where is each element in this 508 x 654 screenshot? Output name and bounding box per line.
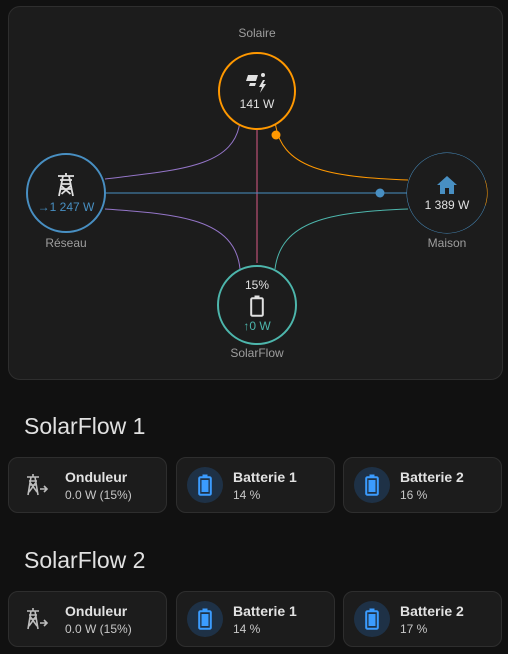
tile-battery-2-2[interactable]: Batterie 2 17 % bbox=[343, 591, 502, 647]
solar-power-icon bbox=[246, 72, 266, 93]
battery-node[interactable]: 15% ↑0 W bbox=[217, 265, 297, 345]
section-title-solarflow-2: SolarFlow 2 bbox=[24, 547, 146, 573]
tile-state: 0.0 W (15%) bbox=[65, 621, 132, 636]
battery-icon bbox=[198, 608, 212, 630]
home-power-value: 1 389 W bbox=[424, 197, 470, 212]
grid-node[interactable]: →1 247 W bbox=[26, 153, 106, 233]
battery-label: SolarFlow bbox=[230, 346, 284, 360]
inverter-icon bbox=[27, 608, 49, 630]
tile-state: 16 % bbox=[400, 487, 428, 502]
tile-icon-wrap bbox=[187, 601, 223, 637]
grid-power-value: →1 247 W bbox=[37, 199, 95, 214]
tile-inverter-1[interactable]: Onduleur 0.0 W (15%) bbox=[8, 457, 167, 513]
tile-name: Batterie 2 bbox=[400, 602, 464, 619]
battery-icon bbox=[365, 474, 379, 496]
battery-percent: 15% bbox=[244, 277, 270, 292]
energy-flow-card: Solaire 141 W →1 247 W Réseau 1 389 W Ma… bbox=[8, 6, 503, 380]
flow-line-grid-battery bbox=[104, 208, 241, 270]
battery-icon bbox=[250, 295, 264, 317]
tile-state: 0.0 W (15%) bbox=[65, 487, 132, 502]
tile-battery-1-1[interactable]: Batterie 1 14 % bbox=[176, 457, 335, 513]
tile-name: Batterie 1 bbox=[233, 468, 297, 485]
tile-name: Batterie 1 bbox=[233, 602, 297, 619]
solar-label: Solaire bbox=[238, 26, 276, 40]
inverter-icon bbox=[27, 474, 49, 496]
home-label: Maison bbox=[427, 236, 467, 250]
battery-icon bbox=[198, 474, 212, 496]
home-node[interactable]: 1 389 W bbox=[407, 153, 487, 233]
tile-icon-wrap bbox=[19, 467, 55, 503]
tile-state: 14 % bbox=[233, 621, 261, 636]
solar-power-value: 141 W bbox=[239, 96, 275, 111]
flow-line-solar-home bbox=[274, 119, 409, 181]
tile-name: Onduleur bbox=[65, 468, 128, 485]
section-title-solarflow-1: SolarFlow 1 bbox=[24, 413, 146, 439]
home-icon bbox=[437, 175, 457, 194]
battery-power-value: ↑0 W bbox=[243, 318, 271, 333]
flow-dot-grid-home bbox=[375, 188, 385, 198]
tile-icon-wrap bbox=[354, 467, 390, 503]
grid-label: Réseau bbox=[45, 236, 87, 250]
tile-icon-wrap bbox=[19, 601, 55, 637]
tile-icon-wrap bbox=[354, 601, 390, 637]
flow-line-battery-home bbox=[274, 208, 409, 270]
tile-state: 17 % bbox=[400, 621, 428, 636]
tile-name: Batterie 2 bbox=[400, 468, 464, 485]
solar-node[interactable]: 141 W bbox=[218, 52, 296, 130]
tile-battery-2-1[interactable]: Batterie 1 14 % bbox=[176, 591, 335, 647]
flow-dot-solar-home bbox=[271, 130, 281, 140]
tile-battery-1-2[interactable]: Batterie 2 16 % bbox=[343, 457, 502, 513]
transmission-tower-icon bbox=[58, 172, 74, 196]
battery-icon bbox=[365, 608, 379, 630]
tile-inverter-2[interactable]: Onduleur 0.0 W (15%) bbox=[8, 591, 167, 647]
tile-icon-wrap bbox=[187, 467, 223, 503]
tile-name: Onduleur bbox=[65, 602, 128, 619]
flow-line-solar-grid bbox=[104, 120, 241, 180]
tile-state: 14 % bbox=[233, 487, 261, 502]
